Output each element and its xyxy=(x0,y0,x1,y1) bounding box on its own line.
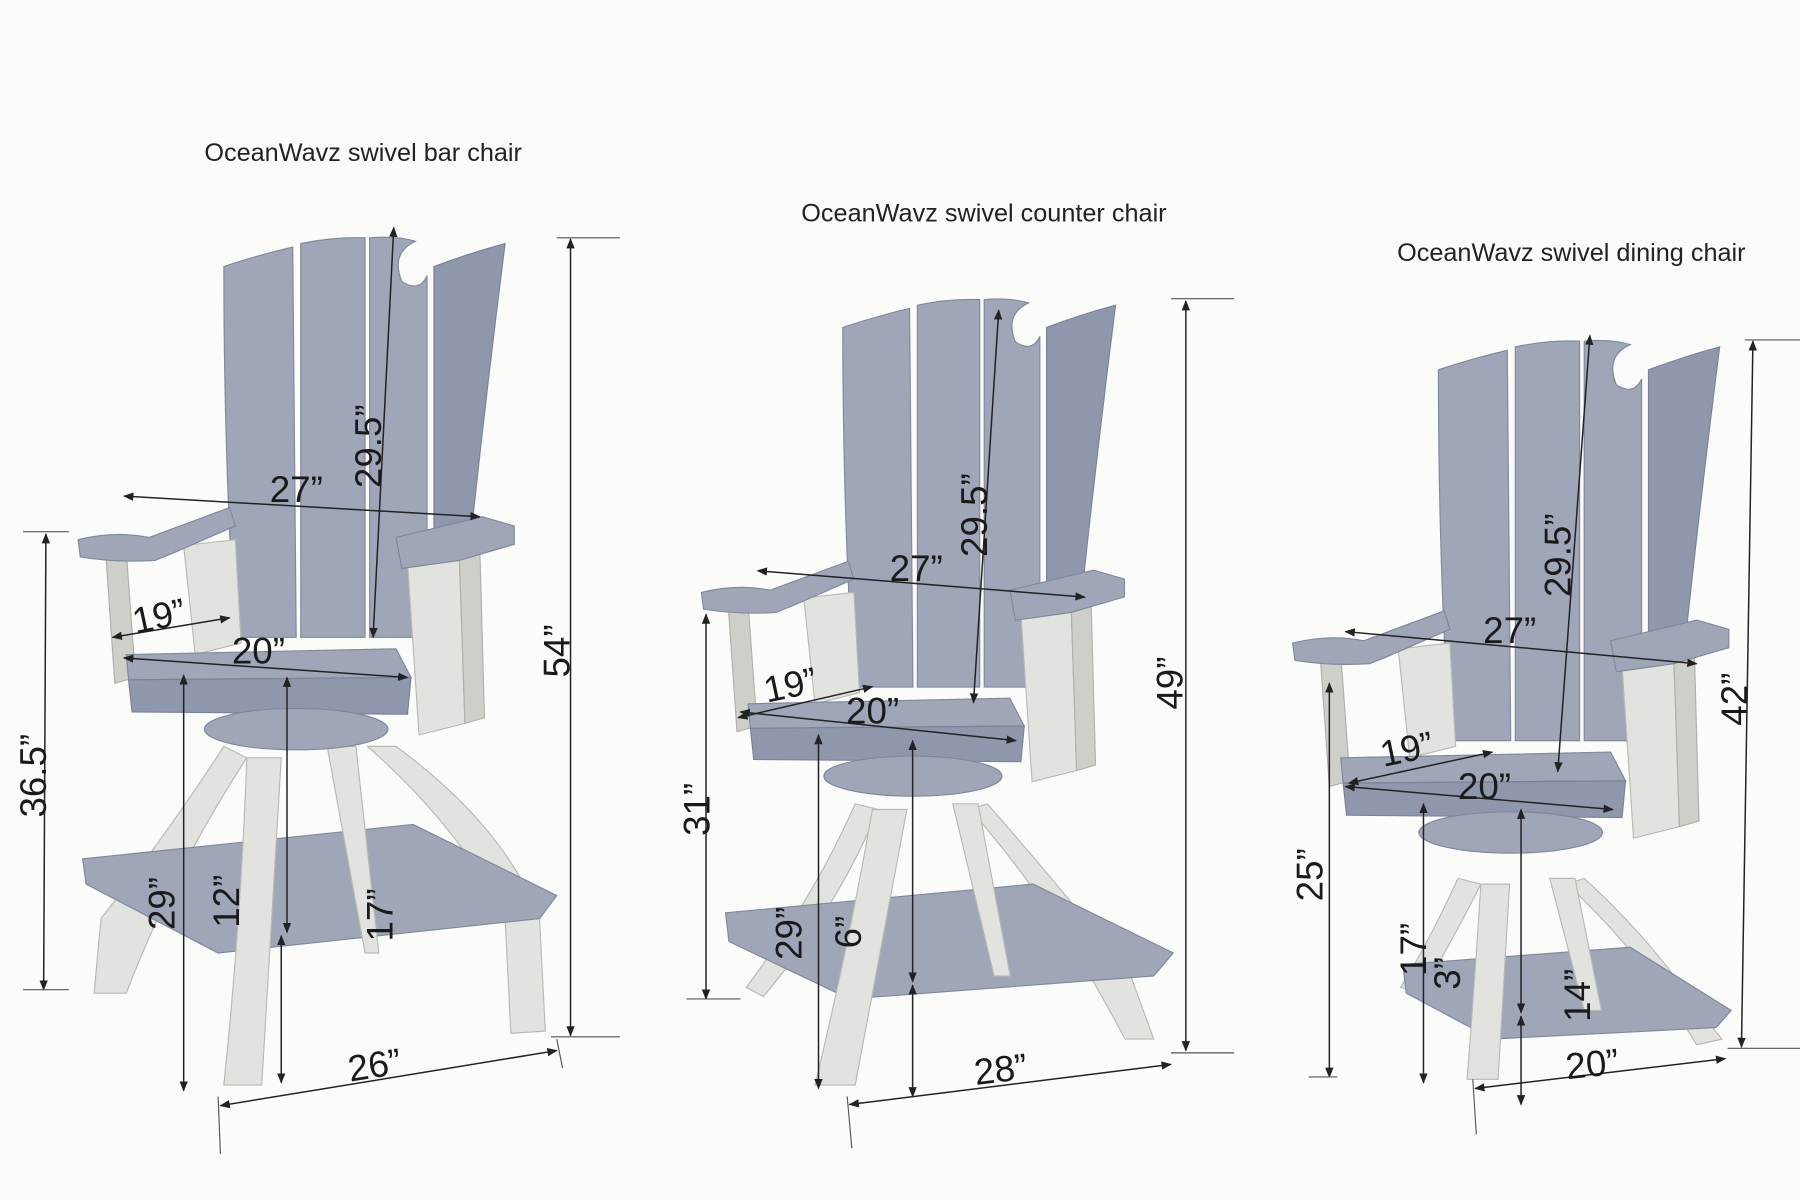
bar-chair-title: OceanWavz swivel bar chair xyxy=(204,139,522,167)
dining-width-back: 27” xyxy=(1483,610,1536,651)
dining-chair-title: OceanWavz swivel dining chair xyxy=(1397,239,1746,267)
bar-seat-depth: 19” xyxy=(129,591,189,642)
bar-base-width: 26” xyxy=(345,1041,404,1090)
dining-seat-width: 20” xyxy=(1458,766,1511,807)
bar-footrest-height: 17” xyxy=(360,888,401,941)
counter-base-width: 28” xyxy=(972,1046,1030,1093)
bar-overall-height: 54” xyxy=(536,624,577,677)
counter-arm-height: 31” xyxy=(676,783,717,836)
bar-seat-to-footrest: 12” xyxy=(206,875,247,928)
bar-width-back: 27” xyxy=(270,469,323,510)
counter-chair: OceanWavz swivel counter chair 27” 29.5”… xyxy=(676,200,1235,1149)
dining-chair: OceanWavz swivel dining chair 27” 29.5” … xyxy=(1289,239,1800,1135)
dining-overall-height: 42” xyxy=(1714,673,1755,726)
counter-width-back: 27” xyxy=(890,548,943,589)
bar-chair: OceanWavz swivel bar chair 27” 29.5” 19”… xyxy=(13,139,620,1154)
counter-seat-to-footrest: 6” xyxy=(828,916,869,949)
counter-seat-width: 20” xyxy=(846,690,899,731)
dining-back-height: 29.5” xyxy=(1537,513,1578,597)
counter-back-height: 29.5” xyxy=(954,473,995,557)
bar-seat-width: 20” xyxy=(232,631,285,672)
bar-seat-height: 29” xyxy=(141,877,182,930)
dining-footrest-height: 14” xyxy=(1557,969,1598,1022)
dining-base-width: 20” xyxy=(1564,1041,1621,1087)
counter-overall-height: 49” xyxy=(1149,657,1190,710)
dining-seat-to-footrest: 3” xyxy=(1427,957,1468,990)
bar-back-height: 29.5” xyxy=(348,404,389,488)
dining-arm-height: 25” xyxy=(1289,848,1330,901)
counter-chair-title: OceanWavz swivel counter chair xyxy=(801,200,1166,228)
counter-seat-height: 29” xyxy=(768,907,809,960)
dining-seat-height: 17” xyxy=(1393,923,1434,976)
bar-arm-height: 36.5” xyxy=(13,734,54,818)
